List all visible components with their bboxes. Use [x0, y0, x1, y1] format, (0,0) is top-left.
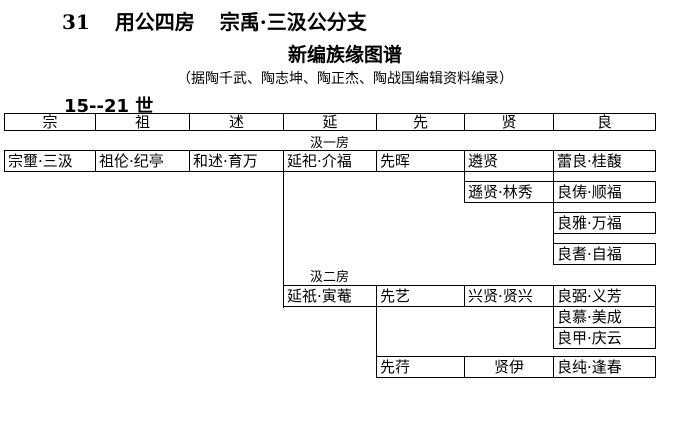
cell-yan-2: 延祇·寅菴: [283, 285, 377, 307]
generation-range: 15--21 世: [64, 96, 154, 117]
connector-line: [464, 171, 465, 182]
branch-label-second: 汲二房: [310, 270, 350, 285]
cell-xian-3: 先荇: [376, 356, 465, 378]
connector-line: [283, 171, 284, 308]
column-header-zong: 宗: [4, 113, 96, 131]
cell-xian-2: 先艺: [376, 285, 465, 307]
cell-shu: 和述·育万: [189, 150, 284, 172]
cell-liang-3: 良雅·万福: [553, 212, 656, 234]
source-note: （据陶千武、陶志坤、陶正杰、陶战国编辑资料编录）: [177, 71, 513, 87]
column-header-zu: 祖: [95, 113, 190, 131]
lineage-name: 宗禹·三汲公分支: [219, 10, 367, 34]
cell-liang-1: 蕾良·桂馥: [553, 150, 656, 172]
page-title: 31 用公四房 宗禹·三汲公分支: [62, 6, 385, 35]
cell-liang-4: 良耆·自福: [553, 243, 656, 265]
cell-liang-8: 良纯·逢春: [553, 356, 656, 378]
cell-xian-c: 兴贤·贤兴: [464, 285, 554, 307]
cell-xian-1: 先晖: [376, 150, 465, 172]
column-header-shu: 述: [189, 113, 284, 131]
cell-yan-1: 延祀·介福: [283, 150, 377, 172]
column-header-liang: 良: [553, 113, 656, 131]
connector-line: [376, 306, 377, 357]
cell-xian-d: 贤伊: [464, 356, 554, 378]
column-header-xian: 先: [376, 113, 465, 131]
cell-liang-5: 良弼·义芳: [553, 285, 656, 307]
branch-label-first: 汲一房: [310, 136, 350, 151]
house-name: 用公四房: [114, 10, 195, 34]
cell-liang-7: 良甲·庆云: [553, 327, 656, 349]
column-header-yan: 延: [283, 113, 377, 131]
page-number: 31: [62, 10, 90, 34]
cell-zu: 祖伦·纪亭: [95, 150, 190, 172]
cell-xian-b: 遜贤·林秀: [464, 181, 554, 203]
cell-zong: 宗壐·三汲: [4, 150, 96, 172]
subtitle: 新编族缘图谱: [287, 44, 402, 66]
cell-xian-a: 遴贤: [464, 150, 554, 172]
cell-liang-2: 良俦·顺福: [553, 181, 656, 203]
cell-liang-6: 良慕·美成: [553, 306, 656, 328]
connector-line: [553, 171, 554, 244]
column-header-xian2: 贤: [464, 113, 554, 131]
